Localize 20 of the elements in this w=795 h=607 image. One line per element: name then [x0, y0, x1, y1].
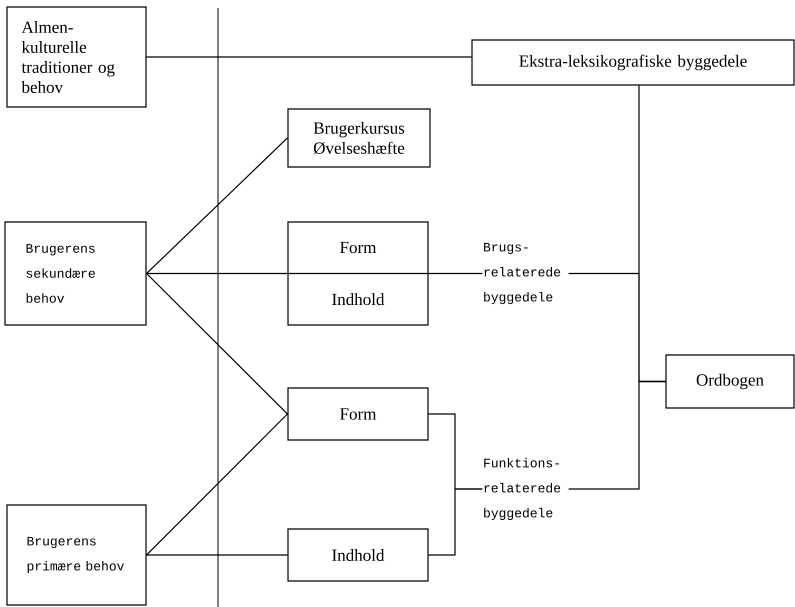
connector-line: [428, 488, 482, 556]
connector-line: [568, 380, 666, 490]
need-box: Brugerens sekundære behov: [4, 221, 147, 326]
need-box: Brugerens primære behov: [6, 504, 147, 606]
component-box: Form: [287, 387, 429, 441]
connector-line: [146, 138, 288, 274]
split-box: Form Indhold: [287, 221, 429, 326]
connector-line: [146, 414, 288, 556]
component-box: Indhold: [287, 528, 429, 582]
concept-box: Almen- kulturelle traditioner og behov: [6, 6, 147, 108]
concept-box: Ordbogen: [665, 354, 795, 409]
connector-line: [428, 272, 482, 274]
group-label: Funktions- relaterede byggedele: [484, 458, 560, 520]
connector-line: [146, 56, 472, 58]
concept-box: Ekstra-leksikografiske byggedele: [471, 39, 795, 86]
concept-box: Brugerkursus Øvelseshæfte: [287, 108, 431, 168]
connector-line: [146, 273, 288, 414]
connector-line: [146, 554, 288, 556]
connector-line: [146, 272, 288, 274]
group-label: Brugs- relaterede byggedele: [484, 242, 560, 304]
